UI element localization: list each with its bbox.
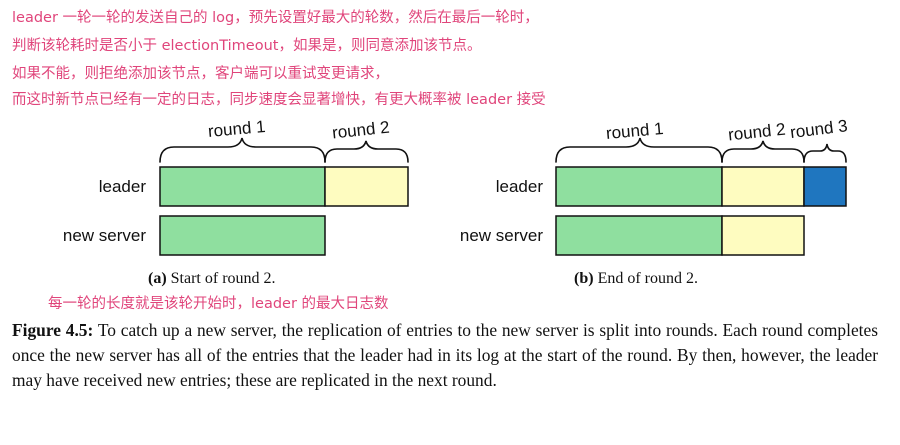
b-round3-label: round 3 xyxy=(789,116,849,142)
brace-b-round1 xyxy=(555,137,723,163)
subcaption-a: (a) Start of round 2. xyxy=(148,270,276,288)
b-server-round2-block xyxy=(721,215,805,256)
a-server-label: new server xyxy=(63,226,146,245)
subcaption-a-text: Start of round 2. xyxy=(170,270,276,287)
subcaption-b-text: End of round 2. xyxy=(597,270,698,287)
a-round1-label: round 1 xyxy=(207,117,266,141)
brace-b-round3 xyxy=(803,143,847,163)
b-leader-round1-block xyxy=(555,166,723,207)
brace-a-round2 xyxy=(324,140,409,163)
figure-caption: Figure 4.5: To catch up a new server, th… xyxy=(12,318,878,393)
b-leader-round2-block xyxy=(721,166,805,207)
annotation-line-5: 每一轮的长度就是该轮开始时，leader 的最大日志数 xyxy=(48,296,389,312)
b-round1-label: round 1 xyxy=(605,119,664,143)
b-round2-label: round 2 xyxy=(727,120,786,145)
annotation-line-2: 判断该轮耗时是否小于 electionTimeout，如果是，则同意添加该节点。 xyxy=(12,38,482,54)
rounds-diagram-svg: round 1 round 2 leader new server round … xyxy=(63,116,849,256)
subcaption-b: (b) End of round 2. xyxy=(574,270,698,288)
a-leader-round1-block xyxy=(159,166,326,207)
figure-label: Figure 4.5: xyxy=(12,320,94,340)
b-leader-label: leader xyxy=(496,177,544,196)
annotation-line-4: 而这时新节点已经有一定的日志，同步速度会显著增快，有更大概率被 leader 接… xyxy=(12,92,546,108)
a-server-round1-block xyxy=(159,215,326,256)
subcaption-b-label: (b) xyxy=(574,270,594,287)
figure-caption-text: To catch up a new server, the replicatio… xyxy=(12,320,878,390)
b-leader-round3-block xyxy=(803,166,847,207)
round-braces xyxy=(159,137,847,163)
a-round2-label: round 2 xyxy=(331,118,390,143)
b-server-label: new server xyxy=(460,226,543,245)
brace-a-round1 xyxy=(159,137,326,163)
b-server-round1-block xyxy=(555,215,723,256)
annotation-line-3: 如果不能，则拒绝添加该节点，客户端可以重试变更请求， xyxy=(12,66,389,82)
subcaption-a-label: (a) xyxy=(148,270,167,287)
a-leader-label: leader xyxy=(99,177,147,196)
a-leader-round2-block xyxy=(324,166,409,207)
replication-diagram: round 1 round 2 leader new server round … xyxy=(0,105,900,295)
annotation-line-1: leader 一轮一轮的发送自己的 log，预先设置好最大的轮数，然后在最后一轮… xyxy=(12,10,539,26)
brace-b-round2 xyxy=(721,140,805,163)
log-blocks xyxy=(159,166,847,256)
